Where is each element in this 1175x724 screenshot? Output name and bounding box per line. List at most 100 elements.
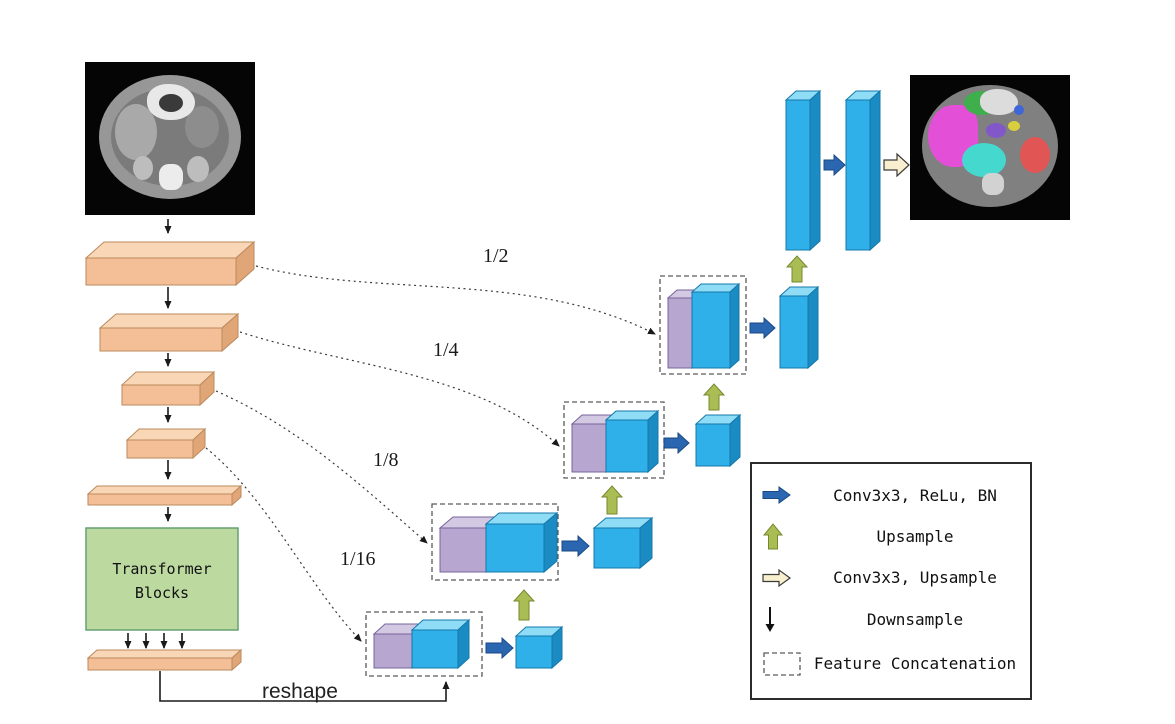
encoder-slab-2: [98, 312, 240, 353]
upsample-arrow: [600, 485, 624, 515]
upsample-arrow: [512, 589, 536, 621]
top-face: [86, 649, 243, 659]
front-face: [691, 291, 731, 369]
front-face: [373, 633, 413, 669]
output-segmentation-image: [910, 75, 1070, 220]
ct-spine: [159, 164, 183, 190]
top-face: [86, 485, 243, 495]
upsample-arrow: [785, 255, 809, 283]
conv-upsample-arrow-icon: [762, 567, 810, 589]
feature-concat-box: [365, 611, 483, 677]
output-head: [784, 89, 910, 252]
front-face: [845, 99, 871, 251]
conv-arrow: [561, 534, 590, 558]
ct-stomach-air: [159, 94, 183, 112]
skip-label-half: 1/2: [483, 245, 509, 267]
transformer-label-line2: Blocks: [135, 584, 189, 602]
legend-row-downsample: Downsample: [762, 606, 1020, 633]
reshape-label: reshape: [262, 680, 338, 703]
skip-label-sixteenth: 1/16: [340, 548, 376, 570]
concat-cube-blue: [604, 409, 660, 474]
front-face: [439, 527, 487, 573]
front-face: [667, 297, 693, 369]
reshape-path: [159, 671, 450, 702]
ct-spine: [982, 173, 1004, 195]
upsample-arrow: [702, 383, 726, 411]
front-face: [99, 327, 223, 352]
legend-row-feature-concat: Feature Concatenation: [762, 651, 1020, 677]
skip-label-eighth: 1/8: [373, 449, 399, 471]
front-face: [515, 635, 553, 669]
output-cube-blue: [592, 516, 654, 570]
conv-arrow-icon: [762, 485, 810, 505]
ct-right-kidney: [187, 156, 209, 182]
front-face: [485, 523, 545, 573]
side-face: [869, 89, 881, 252]
front-face: [87, 493, 233, 506]
transformer-box: [85, 527, 239, 631]
side-face: [807, 285, 819, 370]
encoder-slab-1: [84, 240, 256, 287]
concat-cube-blue: [410, 618, 471, 670]
downsample-arrow-icon: [762, 606, 810, 633]
front-face: [85, 257, 237, 286]
skip-connection-half: [255, 265, 656, 335]
transformer-label-line1: Transformer: [112, 560, 211, 578]
decoder-stage-3: [431, 485, 654, 581]
encoder-slab-4: [125, 427, 207, 460]
front-face: [411, 629, 459, 669]
seg-organ-blue-dot: [1014, 105, 1024, 115]
seg-organ-cyan: [962, 143, 1006, 177]
front-face: [779, 295, 809, 369]
embedding-slab: [86, 484, 243, 507]
output-cube-blue: [514, 625, 564, 670]
seg-stomach-white: [980, 89, 1018, 115]
head-slab-1: [784, 89, 822, 252]
skip-connections: 1/2 1/4 1/8 1/16: [205, 245, 656, 642]
conv-arrow: [749, 316, 776, 340]
upsample-arrow-icon: [762, 522, 810, 550]
front-face: [87, 657, 233, 671]
feature-concat-box: [659, 275, 747, 375]
skip-label-quarter: 1/4: [433, 339, 459, 361]
top-face: [120, 371, 216, 386]
sequence-slab: [86, 648, 243, 672]
output-cube-blue: [694, 413, 742, 468]
conv-upsample-arrow: [883, 152, 910, 178]
ct-left-kidney: [133, 156, 153, 180]
side-face: [729, 413, 741, 468]
feature-concat-box: [431, 503, 559, 581]
seg-organ-purple: [986, 123, 1006, 138]
legend-label: Feature Concatenation: [813, 654, 1017, 674]
skip-connection-eighth: [215, 390, 428, 544]
ct-liver: [115, 104, 157, 160]
input-ct-image: [85, 62, 255, 215]
legend-row-upsample: Upsample: [762, 522, 1020, 550]
decoder-stage-4: [365, 589, 564, 677]
head-slab-2: [844, 89, 882, 252]
top-face: [84, 241, 256, 259]
conv-arrow: [823, 153, 846, 177]
front-face: [571, 423, 607, 473]
feature-concat-icon: [762, 651, 810, 677]
front-face: [593, 527, 641, 569]
top-face: [125, 428, 207, 441]
ct-bowel: [185, 106, 219, 148]
encoder-slab-3: [120, 370, 216, 407]
side-face: [729, 282, 740, 370]
front-face: [605, 419, 649, 473]
front-face: [121, 384, 201, 406]
conv-arrow: [663, 431, 690, 455]
concat-cube-blue: [484, 511, 559, 574]
side-face: [647, 409, 659, 474]
conv-arrow: [485, 636, 514, 660]
front-face: [785, 99, 811, 251]
legend-label: Downsample: [866, 610, 964, 630]
front-face: [126, 439, 194, 459]
decoder-stage-2: [563, 383, 742, 479]
seg-kidney-red: [1020, 137, 1050, 173]
output-slab-blue: [778, 285, 820, 370]
legend-row-conv-upsample: Conv3x3, Upsample: [762, 567, 1020, 589]
seg-organ-yellow: [1008, 121, 1020, 131]
